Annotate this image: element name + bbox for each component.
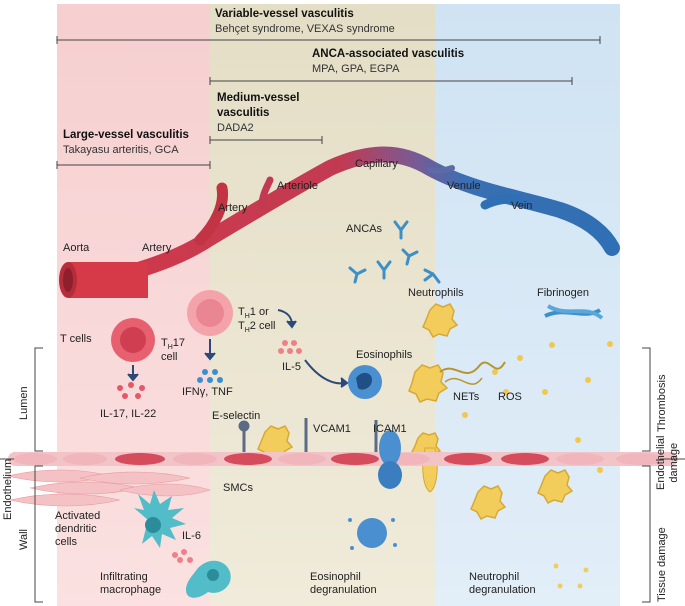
aorta-label: Aorta — [63, 242, 90, 254]
medium-vessel-title-1: Medium-vessel — [217, 92, 300, 104]
ros-dots — [462, 341, 613, 473]
ifn-tnf-label: IFNγ, TNF — [182, 386, 233, 398]
vessel-tree — [59, 146, 620, 298]
ros-label: ROS — [498, 391, 522, 403]
endothelium-side-label: Endothelium — [2, 458, 14, 520]
thrombosis-side-label: Thrombosis — [656, 374, 668, 432]
infiltrating-label-1: Infiltrating — [100, 571, 148, 583]
il17-label: IL-17, IL-22 — [100, 408, 157, 420]
tissue-damage-side-label: Tissue damage — [656, 527, 668, 602]
venule-label: Venule — [447, 180, 481, 192]
il5-label: IL-5 — [282, 361, 301, 373]
neut-degran-label-1: Neutrophil — [469, 571, 520, 583]
th1-label: TH1 or — [238, 306, 269, 321]
medium-vessel-band — [210, 0, 435, 606]
t-cells-label: T cells — [60, 333, 92, 345]
large-vessel-title: Large-vessel vasculitis — [63, 129, 189, 141]
neutrophils-label: Neutrophils — [408, 287, 464, 299]
arrows — [127, 309, 349, 388]
neutrophil-cells — [257, 303, 574, 520]
small-vessel-band — [435, 0, 620, 606]
artery-mid-label: Artery — [218, 202, 248, 214]
icam1-label: ICAM1 — [373, 423, 407, 435]
neut-degran-label-2: degranulation — [469, 584, 536, 596]
anca-vasculitis-subtitle: MPA, GPA, EGPA — [312, 63, 400, 75]
activated-dc-label-2: dendritic — [55, 523, 97, 535]
variable-vessel-subtitle: Behçet syndrome, VEXAS syndrome — [215, 23, 395, 35]
side-brackets — [0, 347, 685, 603]
eos-degran-label-2: degranulation — [310, 584, 377, 596]
vcam1-label: VCAM1 — [313, 423, 351, 435]
cytokine-dots — [117, 340, 302, 399]
infiltrating-label-2: macrophage — [100, 584, 162, 596]
activated-dc-label-1: Activated — [55, 510, 101, 522]
endothelium-row — [8, 452, 678, 466]
macrophage-cell — [186, 560, 231, 598]
range-lines — [56, 36, 601, 169]
activated-dc-label-3: cells — [55, 536, 78, 548]
wall-side-label: Wall — [18, 529, 30, 550]
vein-label: Vein — [511, 200, 533, 212]
th2-label: TH2 cell — [238, 320, 276, 335]
t-cells — [111, 290, 233, 362]
arteriole-label: Arteriole — [277, 180, 318, 192]
eselectin-label: E-selectin — [212, 410, 261, 422]
th17-cell-label: cell — [161, 351, 178, 363]
fibrinogen-label: Fibrinogen — [537, 287, 589, 299]
smc-layer — [7, 469, 211, 507]
ancas-label: ANCAs — [346, 223, 383, 235]
smcs-label: SMCs — [223, 482, 253, 494]
medium-vessel-subtitle: DADA2 — [217, 122, 254, 134]
nets-label: NETs — [453, 391, 480, 403]
il6-label: IL-6 — [182, 530, 201, 542]
adhesion-molecules — [238, 418, 378, 452]
large-vessel-subtitle: Takayasu arteritis, GCA — [63, 144, 179, 156]
capillary-label: Capillary — [355, 158, 398, 170]
dendritic-cell — [134, 490, 193, 563]
artery-left-label: Artery — [142, 242, 172, 254]
nets-glyph — [439, 361, 506, 375]
anca-vasculitis-title: ANCA-associated vasculitis — [312, 48, 465, 60]
eosinophils-label: Eosinophils — [356, 349, 413, 361]
variable-vessel-title: Variable-vessel vasculitis — [215, 8, 354, 20]
eos-degran-label-1: Eosinophil — [310, 571, 361, 583]
medium-vessel-title-2: vasculitis — [217, 107, 270, 119]
ancas-glyphs — [348, 220, 441, 284]
lumen-side-label: Lumen — [18, 386, 30, 420]
th17-label: TH17 — [161, 337, 186, 352]
